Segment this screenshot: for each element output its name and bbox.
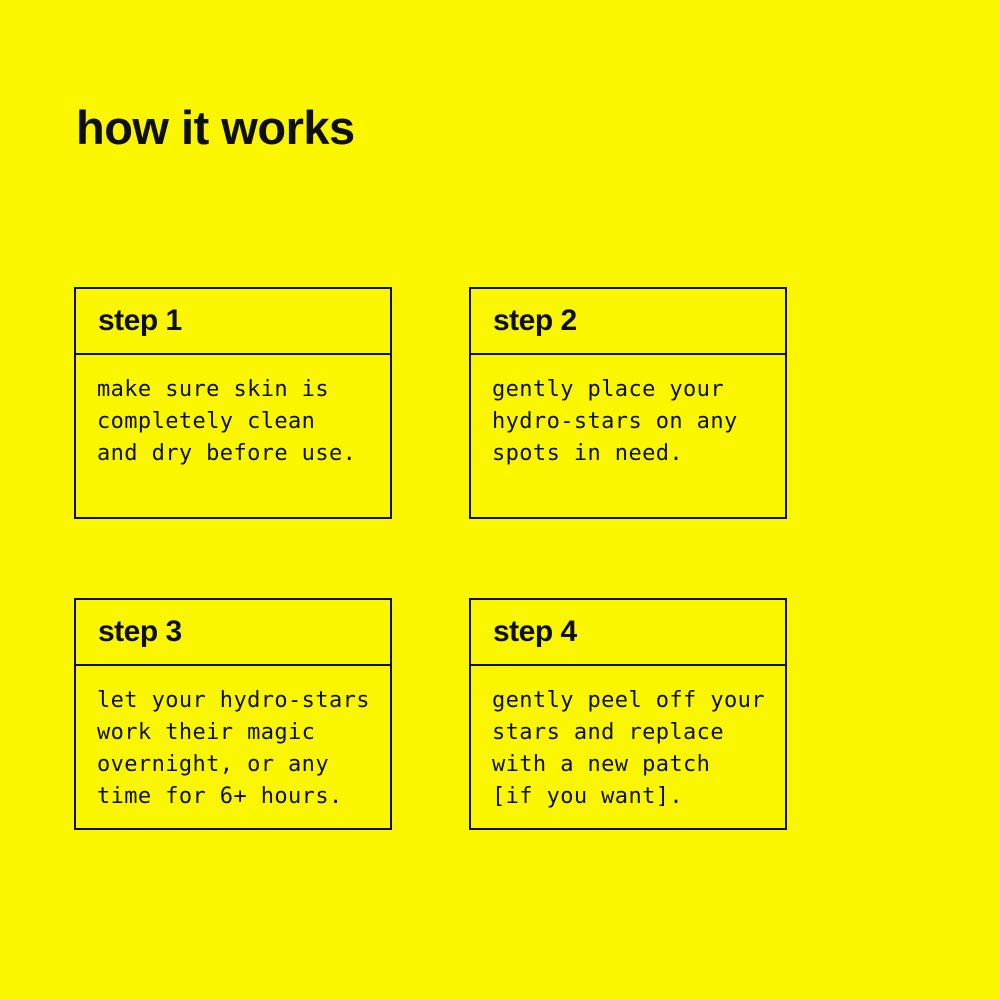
step-card-3: step 3 let your hydro-stars work their m…	[74, 598, 392, 830]
step-1-label: step 1	[76, 289, 390, 355]
page-title: how it works	[76, 101, 355, 154]
step-2-description: gently place your hydro-stars on any spo…	[492, 377, 738, 466]
step-card-4: step 4 gently peel off your stars and re…	[469, 598, 787, 830]
step-4-description: gently peel off your stars and replace w…	[492, 688, 765, 809]
step-3-description: let your hydro-stars work their magic ov…	[97, 688, 370, 809]
step-1-description: make sure skin is completely clean and d…	[97, 377, 357, 466]
step-2-label: step 2	[471, 289, 785, 355]
step-card-1: step 1 make sure skin is completely clea…	[74, 287, 392, 519]
step-4-label: step 4	[471, 600, 785, 666]
step-3-label: step 3	[76, 600, 390, 666]
step-card-2: step 2 gently place your hydro-stars on …	[469, 287, 787, 519]
